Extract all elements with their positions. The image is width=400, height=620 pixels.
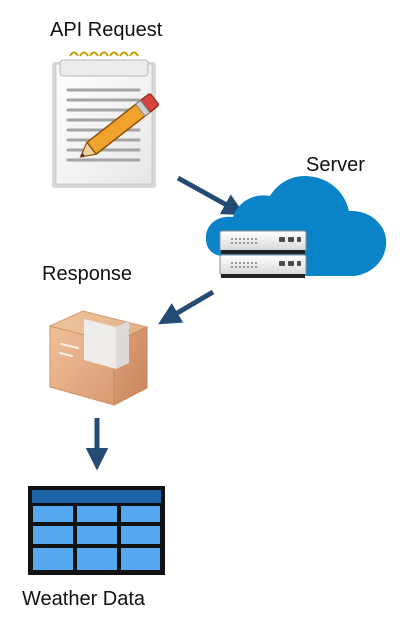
server-cloud-icon [205,175,387,278]
package-box-icon [48,310,149,406]
response-arrow [158,289,215,325]
table-grid-icon [28,486,165,575]
weather-data-label: Weather Data [22,588,146,610]
server-label: Server [306,154,365,176]
response-label: Response [42,263,133,285]
request-arrow [176,175,245,216]
notepad-pencil-icon [52,51,159,188]
api-request-label: API Request [50,19,163,41]
